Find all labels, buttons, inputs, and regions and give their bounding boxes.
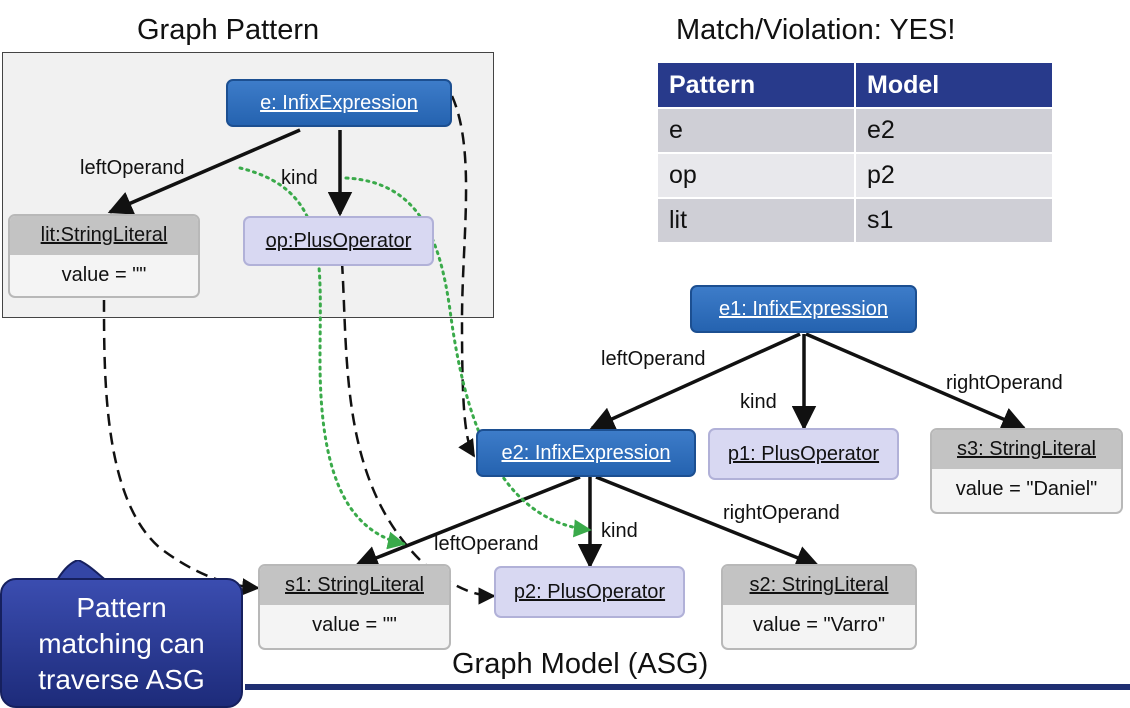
model-node-s3-title: s3: StringLiteral: [957, 438, 1096, 460]
edge-label-e1-kind: kind: [740, 391, 777, 413]
model-node-s3-value: value = "Daniel": [955, 477, 1098, 500]
table-cell: p2: [855, 152, 1054, 198]
callout-line-1: Pattern: [76, 592, 167, 623]
edge-e1-rightoperand: [805, 332, 1027, 431]
table-row: lit s1: [658, 197, 1054, 242]
graph-model-heading: Graph Model (ASG): [452, 648, 709, 680]
edge-label-e1-rightoperand: rightOperand: [946, 372, 1063, 394]
model-node-s2-value: value = "Varro": [752, 613, 886, 636]
pattern-node-e[interactable]: e: InfixExpression: [226, 79, 452, 127]
model-node-e2-title: e2: InfixExpression: [501, 441, 671, 464]
pattern-node-lit-value: value = "": [61, 263, 147, 286]
model-node-s1-title: s1: StringLiteral: [285, 574, 424, 596]
green-arrow-leftoperand: [238, 166, 406, 550]
model-node-s2[interactable]: s2: StringLiteral value = "Varro": [721, 564, 917, 650]
model-node-s2-title: s2: StringLiteral: [749, 574, 889, 596]
edge-e2-leftoperand: [353, 475, 581, 570]
model-node-s1-value: value = "": [312, 613, 397, 636]
edge-label-e2-leftoperand: leftOperand: [434, 533, 539, 555]
model-node-p1-title: p1: PlusOperator: [727, 442, 880, 465]
edge-label-pattern-leftoperand: leftOperand: [80, 157, 185, 179]
model-node-s3[interactable]: s3: StringLiteral value = "Daniel": [930, 428, 1123, 514]
match-table-header-pattern: Pattern: [658, 63, 856, 108]
table-cell: lit: [658, 197, 856, 242]
model-node-p2-title: p2: PlusOperator: [513, 580, 666, 603]
edge-label-e2-rightoperand: rightOperand: [723, 502, 840, 524]
table-cell: s1: [855, 197, 1054, 242]
edge-label-e2-kind: kind: [601, 520, 638, 542]
table-cell: e: [658, 107, 856, 153]
pattern-node-lit[interactable]: lit:StringLiteral value = "": [8, 214, 200, 298]
match-table-header-model: Model: [855, 63, 1054, 108]
bottom-rule: [245, 684, 1130, 690]
model-node-p1[interactable]: p1: PlusOperator: [708, 428, 899, 480]
model-node-p2[interactable]: p2: PlusOperator: [494, 566, 685, 618]
pattern-node-e-title: e: InfixExpression: [260, 91, 418, 114]
match-arrow-op-p2: [340, 261, 496, 605]
green-arrow-kind: [344, 176, 592, 538]
match-arrow-lit-s1: [102, 299, 260, 596]
pattern-node-lit-title: lit:StringLiteral: [40, 224, 168, 246]
callout-box: Pattern matching can traverse ASG: [0, 578, 243, 708]
edge-e1-leftoperand: [589, 332, 801, 431]
edge-pattern-leftoperand: [107, 128, 301, 215]
table-cell: e2: [855, 107, 1054, 153]
match-table: Pattern Model e e2 op p2 lit s1: [658, 63, 1054, 242]
table-row: op p2: [658, 152, 1054, 198]
callout-line-2: matching can: [38, 628, 205, 659]
edge-layer: [102, 95, 1027, 605]
pattern-node-op-title: op:PlusOperator: [265, 229, 412, 252]
model-node-e1[interactable]: e1: InfixExpression: [690, 285, 917, 333]
table-cell: op: [658, 152, 856, 198]
edge-e2-rightoperand: [595, 475, 821, 570]
graph-pattern-heading: Graph Pattern: [137, 14, 320, 46]
model-node-s1[interactable]: s1: StringLiteral value = "": [258, 564, 451, 650]
callout-line-3: traverse ASG: [38, 664, 205, 695]
edge-label-pattern-kind: kind: [281, 167, 318, 189]
edge-label-e1-leftoperand: leftOperand: [601, 348, 706, 370]
pattern-node-op[interactable]: op:PlusOperator: [243, 216, 434, 266]
match-violation-heading: Match/Violation: YES!: [676, 14, 956, 46]
callout-pointer: [54, 560, 110, 583]
model-node-e1-title: e1: InfixExpression: [719, 297, 888, 320]
match-arrow-e-e2: [450, 95, 476, 458]
model-node-e2[interactable]: e2: InfixExpression: [476, 429, 696, 477]
table-row: e e2: [658, 107, 1054, 153]
